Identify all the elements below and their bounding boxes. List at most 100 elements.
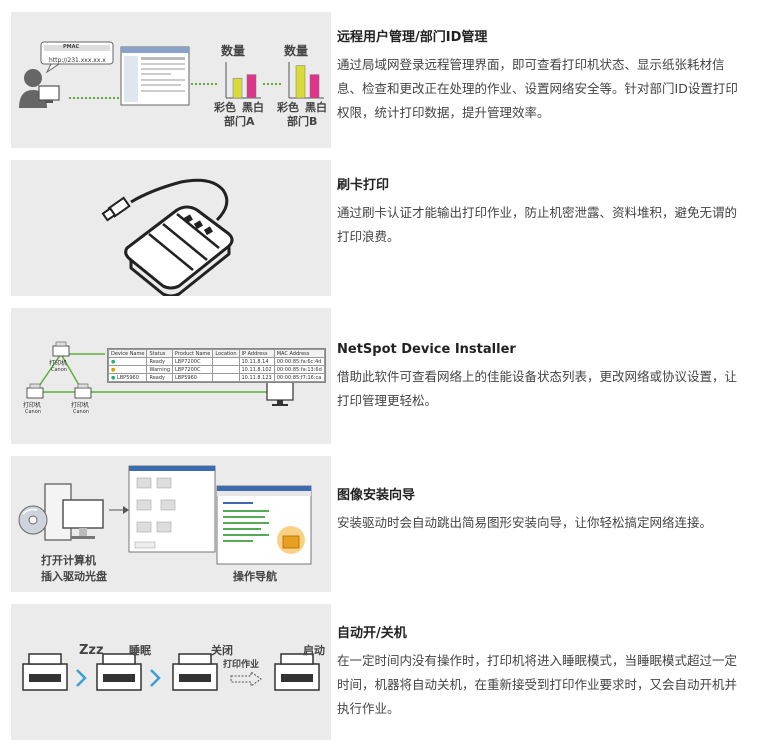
table-header: Product Name	[172, 349, 214, 358]
feature-desc: 通过局域网登录远程管理界面，即可查看打印机状态、显示纸张耗材信息、检查和更改正在…	[337, 57, 738, 120]
off-label: 关闭	[211, 644, 233, 657]
remote-management-illustration: PMAC http://231.xxx.xx.x 数量 彩色 黑白 部门A 数量…	[11, 12, 331, 148]
feature-desc: 借助此软件可查看网络上的佳能设备状态列表，更改网络或协议设置，让打印管理更轻松。	[337, 369, 738, 408]
feature-title: 远程用户管理/部门ID管理	[337, 30, 488, 45]
table-cell: LBP7200C	[172, 365, 214, 374]
table-cell: 00:00:85:fa:6c:4d	[273, 357, 325, 366]
table-cell	[212, 373, 240, 382]
table-cell: Ready	[146, 357, 174, 366]
remote-management-text: 远程用户管理/部门ID管理 通过局域网登录远程管理界面，即可查看打印机状态、显示…	[337, 30, 747, 125]
printer-label-mid: 打印机	[71, 402, 90, 409]
table-cell: 10.11.8.14	[238, 357, 275, 366]
feature-title: 图像安装向导	[337, 488, 416, 503]
wizard-window-back	[128, 465, 216, 553]
netspot-text: NetSpot Device Installer 借助此软件可查看网络上的佳能设…	[337, 342, 747, 413]
chart-a-ylabel: 数量	[221, 44, 246, 58]
remote-management-svg	[19, 41, 324, 108]
status-warning-icon: ●	[111, 366, 116, 373]
card-reader-illustration	[11, 160, 331, 298]
printer-icon-left	[26, 383, 44, 399]
print-job-label: 打印作业	[223, 660, 260, 670]
status-ok-icon: ●	[111, 358, 116, 365]
computer-icon	[44, 483, 104, 541]
table-cell: ● LBP5960	[107, 373, 148, 382]
printer-icon-1	[22, 653, 68, 691]
card-reader-icon	[101, 178, 234, 298]
feature-card-printing: 刷卡打印 通过刷卡认证才能输出打印作业，防止机密泄露、资料堆积，避免无谓的打印浪…	[11, 160, 751, 298]
brand-top: Canon	[51, 367, 67, 373]
auto-power-illustration: Zzz 睡眠 关闭 打印作业 启动	[11, 604, 331, 740]
table-cell: ●	[107, 357, 148, 366]
bubble-url: http://231.xxx.xx.x	[49, 57, 106, 64]
wizard-window-front	[216, 485, 312, 565]
chart-b-dept: 部门B	[287, 115, 318, 128]
brand-left: Canon	[25, 409, 41, 415]
install-wizard-illustration: 打开计算机 插入驱动光盘 操作导航	[11, 456, 331, 592]
table-cell: Warning	[146, 365, 174, 374]
feature-install-wizard: 打开计算机 插入驱动光盘 操作导航 图像安装向导 安装驱动时会自动跳出简易图形安…	[11, 456, 751, 592]
chart-a-mono-bar	[246, 74, 257, 99]
brand-mid: Canon	[73, 409, 89, 415]
cd-disc-icon	[18, 505, 48, 535]
table-cell: LBP7200C	[172, 357, 214, 366]
table-row: ● Warning LBP7200C 10.11.8.102 00:00:85:…	[107, 365, 325, 374]
chart-a-label-mono: 黑白	[242, 101, 264, 114]
table-header-row: Device Name Status Product Name Location…	[107, 349, 325, 358]
chart-b-mono-bar	[309, 74, 320, 99]
feature-remote-management: PMAC http://231.xxx.xx.x 数量 彩色 黑白 部门A 数量…	[11, 12, 751, 148]
auto-power-svg	[22, 653, 320, 691]
table-cell	[212, 357, 240, 366]
table-row: ● LBP5960 Ready LBP5960 10.11.8.123 00:0…	[107, 373, 325, 382]
table-header: Location	[212, 349, 240, 358]
table-header: MAC Address	[273, 349, 325, 358]
table-header: IP Address	[238, 349, 275, 358]
printer-icon-3	[172, 653, 218, 691]
chart-dept-b	[288, 62, 324, 99]
table-cell: LBP5960	[172, 373, 214, 382]
printer-icon-mid	[74, 383, 92, 399]
browser-window-icon	[120, 46, 190, 106]
chart-a-color-bar	[232, 77, 243, 99]
table-cell: 10.11.8.123	[238, 373, 275, 382]
feature-netspot: 打印机 Canon 打印机 Canon 打印机 Canon Device Nam…	[11, 308, 751, 444]
dashed-arrow-icon	[230, 671, 262, 687]
table-header: Device Name	[107, 349, 148, 358]
zzz-label: Zzz	[79, 643, 104, 658]
install-wizard-text: 图像安装向导 安装驱动时会自动跳出简易图形安装向导，让你轻松搞定网络连接。	[337, 488, 747, 535]
feature-title: 刷卡打印	[337, 178, 390, 193]
feature-title: NetSpot Device Installer	[337, 342, 516, 357]
table-row: ● Ready LBP7200C 10.11.8.14 00:00:85:fa:…	[107, 357, 325, 366]
device-status-table: Device Name Status Product Name Location…	[107, 349, 325, 382]
chart-a-dept: 部门A	[224, 115, 255, 128]
chart-b-label-mono: 黑白	[305, 101, 327, 114]
feature-desc: 在一定时间内没有操作时，打印机将进入睡眠模式，当睡眠模式超过一定时间，机器将自动…	[337, 653, 738, 716]
url-bubble	[40, 41, 114, 74]
chart-b-label-color: 彩色	[277, 101, 299, 114]
printer-icon-4	[274, 653, 320, 691]
feature-title: 自动开/关机	[337, 626, 407, 641]
table-cell: 00:00:85:fa:13:6d	[273, 365, 325, 374]
on-label: 启动	[303, 644, 325, 657]
bubble-tag: PMAC	[63, 44, 80, 50]
feature-desc: 通过刷卡认证才能输出打印作业，防止机密泄露、资料堆积，避免无谓的打印浪费。	[337, 205, 738, 244]
monitor-icon	[266, 381, 294, 406]
feature-auto-power: Zzz 睡眠 关闭 打印作业 启动 自动开/关机 在一定时间内没有操作时，打印机…	[11, 604, 751, 740]
chart-a-label-color: 彩色	[214, 101, 236, 114]
chart-dept-a	[225, 62, 261, 99]
caption-insert-cd: 插入驱动光盘	[41, 570, 107, 583]
caption-operation-guide: 操作导航	[233, 570, 277, 583]
chart-b-ylabel: 数量	[284, 44, 309, 58]
user-icon	[19, 69, 60, 108]
device-table: Device Name Status Product Name Location…	[107, 348, 326, 383]
table-cell: 10.11.8.102	[238, 365, 275, 374]
card-printing-text: 刷卡打印 通过刷卡认证才能输出打印作业，防止机密泄露、资料堆积，避免无谓的打印浪…	[337, 178, 747, 249]
printer-label-top: 打印机	[49, 360, 68, 367]
chart-b-color-bar	[295, 65, 306, 99]
table-cell	[212, 365, 240, 374]
table-cell: 00:00:85:f7:16:ca	[273, 373, 325, 382]
table-cell: ●	[107, 365, 148, 374]
table-header: Status	[146, 349, 174, 358]
printer-label-left: 打印机	[23, 402, 42, 409]
sleep-label: 睡眠	[129, 644, 151, 657]
auto-power-text: 自动开/关机 在一定时间内没有操作时，打印机将进入睡眠模式，当睡眠模式超过一定时…	[337, 626, 747, 721]
